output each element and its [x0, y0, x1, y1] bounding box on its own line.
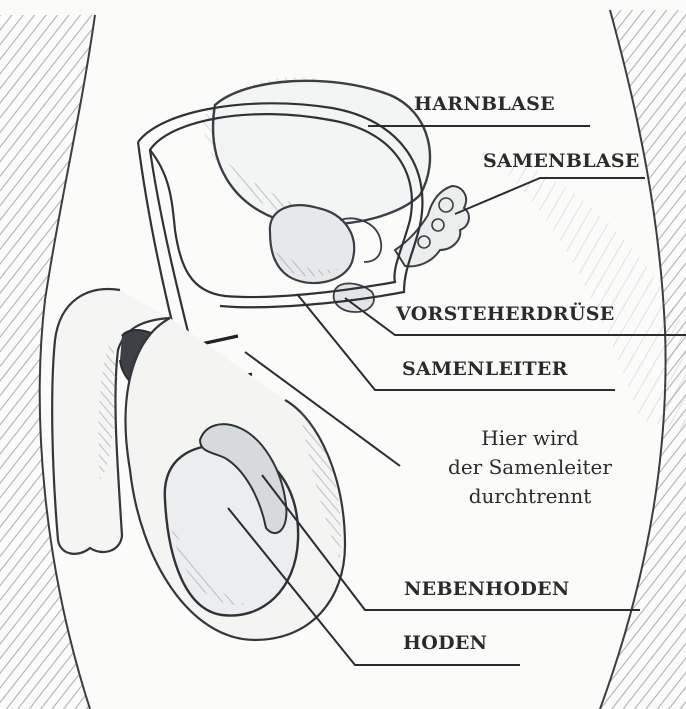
cut-note-line-1: Hier wird — [415, 424, 645, 453]
cut-note-line-3: durchtrennt — [415, 482, 645, 511]
label-nebenhoden: NEBENHODEN — [404, 578, 570, 600]
label-samenleiter: SAMENLEITER — [402, 358, 568, 380]
label-samenblase: SAMENBLASE — [483, 150, 640, 172]
bladder-shape — [213, 81, 430, 225]
label-harnblase: HARNBLASE — [414, 93, 555, 115]
label-hoden: HODEN — [403, 632, 487, 654]
label-vorsteherdruese: VORSTEHERDRÜSE — [396, 303, 615, 325]
cut-note: Hier wird der Samenleiter durchtrennt — [415, 424, 645, 511]
cut-note-line-2: der Samenleiter — [415, 453, 645, 482]
